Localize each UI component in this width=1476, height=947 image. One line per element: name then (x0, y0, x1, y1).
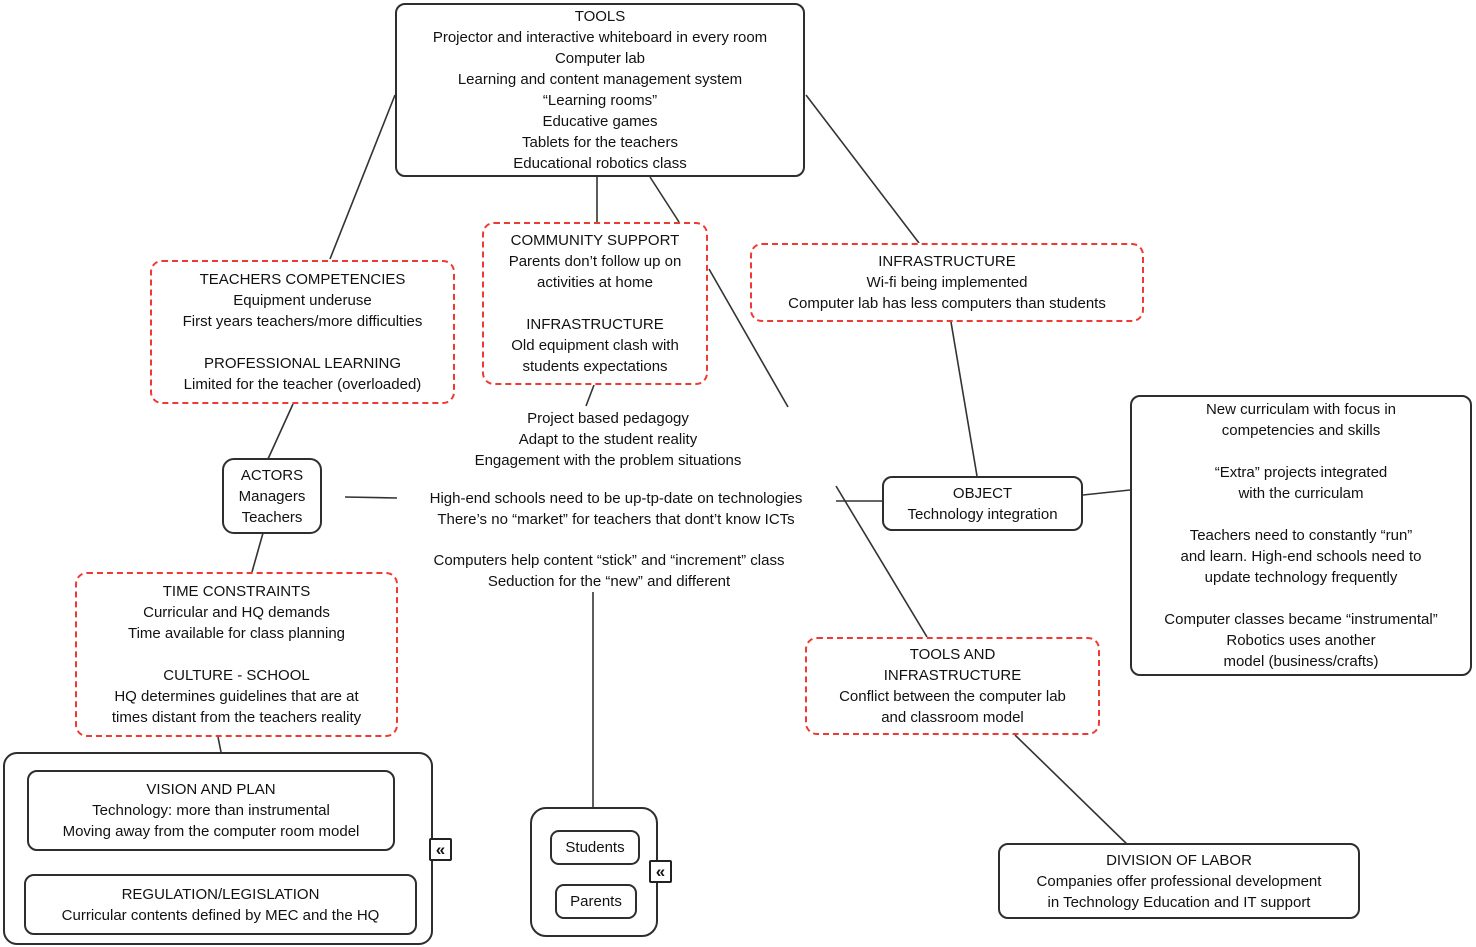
node-vision-and-plan-text: VISION AND PLAN Technology: more than in… (62, 781, 360, 840)
line-teachers-actors (267, 403, 294, 460)
line-toolsinfra-division (1014, 734, 1133, 850)
node-object-text: OBJECT Technology integration (907, 484, 1058, 523)
node-actors-text: ACTORS Managers Teachers (238, 466, 306, 526)
node-regulation-legislation-text: REGULATION/LEGISLATION Curricular conten… (61, 885, 380, 924)
collapse-icon-glyph: « (435, 840, 446, 859)
node-vision-and-plan[interactable]: VISION AND PLAN Technology: more than in… (27, 770, 395, 851)
collapse-icon[interactable]: « (429, 838, 452, 861)
node-tools-and-infrastructure-text: TOOLS AND INFRASTRUCTURE Conflict betwee… (839, 646, 1066, 726)
node-students[interactable]: Students (550, 830, 640, 865)
node-students-text: Students (565, 839, 625, 856)
note-computers[interactable]: Computers help content “stick” and “incr… (408, 548, 810, 593)
node-curriculum-note-text: New curriculam with focus in competencie… (1164, 401, 1438, 670)
line-object-curriculum (1082, 489, 1131, 496)
node-parents-text: Parents (570, 893, 622, 910)
node-infrastructure[interactable]: INFRASTRUCTURE Wi-fi being implemented C… (750, 243, 1144, 322)
node-teachers-competencies[interactable]: TEACHERS COMPETENCIES Equipment underuse… (150, 260, 455, 404)
collapse-icon-glyph: « (655, 862, 666, 881)
line-actors-market-note (344, 496, 398, 499)
note-market[interactable]: High-end schools need to be up-tp-date o… (397, 486, 835, 531)
node-community-support-text: COMMUNITY SUPPORT Parents don’t follow u… (508, 232, 682, 375)
note-pedagogy[interactable]: Project based pedagogy Adapt to the stud… (440, 406, 776, 472)
node-tools[interactable]: TOOLS Projector and interactive whiteboa… (395, 3, 805, 177)
group-policy[interactable]: VISION AND PLAN Technology: more than in… (3, 752, 452, 945)
node-division-of-labor[interactable]: DIVISION OF LABOR Companies offer profes… (998, 843, 1360, 919)
group-community[interactable]: Students Parents « (530, 807, 672, 937)
line-tools-infrastructure (805, 94, 920, 244)
line-community-pedagogy-stub (585, 384, 595, 407)
line-market-toolsinfra (835, 485, 928, 638)
note-pedagogy-text: Project based pedagogy Adapt to the stud… (474, 409, 742, 469)
note-market-text: High-end schools need to be up-tp-date o… (429, 489, 803, 528)
node-division-of-labor-text: DIVISION OF LABOR Companies offer profes… (1036, 851, 1322, 911)
line-actors-time (251, 532, 264, 573)
node-infrastructure-text: INFRASTRUCTURE Wi-fi being implemented C… (788, 253, 1106, 312)
node-actors[interactable]: ACTORS Managers Teachers (222, 458, 322, 534)
line-time-policy (217, 736, 222, 753)
line-community-pedagogy (708, 268, 789, 408)
node-tools-and-infrastructure[interactable]: TOOLS AND INFRASTRUCTURE Conflict betwee… (805, 637, 1100, 735)
node-tools-text: TOOLS Projector and interactive whiteboa… (432, 8, 768, 172)
node-object[interactable]: OBJECT Technology integration (882, 476, 1083, 531)
node-curriculum-note[interactable]: New curriculam with focus in competencie… (1130, 395, 1472, 676)
line-tools-community-2 (649, 176, 680, 223)
note-computers-text: Computers help content “stick” and “incr… (433, 551, 785, 590)
node-teachers-competencies-text: TEACHERS COMPETENCIES Equipment underuse… (182, 271, 423, 393)
line-infrastructure-object (950, 321, 978, 477)
node-time-constraints-text: TIME CONSTRAINTS Curricular and HQ deman… (111, 583, 362, 726)
node-regulation-legislation[interactable]: REGULATION/LEGISLATION Curricular conten… (24, 874, 417, 935)
node-parents[interactable]: Parents (555, 884, 637, 919)
collapse-icon[interactable]: « (649, 860, 672, 883)
node-time-constraints[interactable]: TIME CONSTRAINTS Curricular and HQ deman… (75, 572, 398, 737)
node-community-support[interactable]: COMMUNITY SUPPORT Parents don’t follow u… (482, 222, 708, 385)
line-tools-teachers (329, 94, 396, 260)
